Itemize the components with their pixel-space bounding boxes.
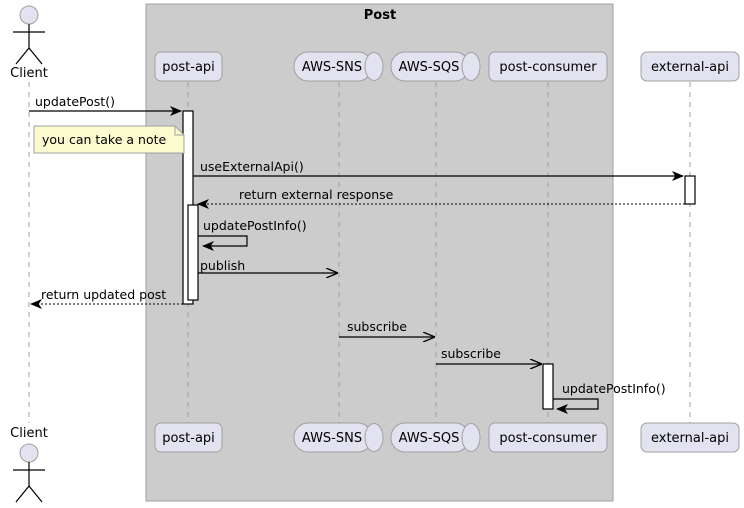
participant-label-post-api: post-api	[162, 431, 215, 446]
participant-label-aws-sns: AWS-SNS	[302, 431, 362, 446]
participant-label-post-consumer: post-consumer	[499, 431, 597, 446]
note-you-can-take-a-note[interactable]: you can take a note	[33, 125, 185, 154]
actor-leg-right	[28, 485, 43, 503]
activation-bar-post-consumer	[542, 363, 554, 410]
participant-label-external-api: external-api	[651, 431, 729, 446]
participant-aws-sqs-top[interactable]: AWS-SQS	[390, 51, 481, 82]
message-subscribe-sns-sqs[interactable]: subscribe	[339, 319, 434, 337]
participant-label-aws-sns: AWS-SNS	[302, 60, 362, 75]
group-box-rect	[145, 3, 614, 502]
note-fold-icon	[174, 126, 184, 136]
participant-box	[488, 51, 608, 82]
note-body	[33, 125, 185, 154]
message-label: subscribe	[347, 319, 407, 334]
participant-aws-sns-top[interactable]: AWS-SNS	[293, 51, 384, 82]
actor-client-top[interactable]: Client	[10, 5, 48, 81]
message-label: updatePostInfo()	[562, 381, 666, 396]
actor-leg-left	[15, 485, 30, 503]
participant-post-consumer-bottom[interactable]: post-consumer	[488, 422, 608, 453]
message-publish[interactable]: publish	[198, 258, 337, 273]
actor-leg-left	[15, 47, 30, 65]
participant-box	[488, 422, 608, 453]
queue-cap-icon	[364, 423, 384, 452]
queue-cap-icon	[461, 52, 481, 81]
participant-post-consumer-top[interactable]: post-consumer	[488, 51, 608, 82]
participant-box	[154, 422, 223, 453]
participant-external-api-top[interactable]: external-api	[640, 51, 740, 82]
message-subscribe-sqs-consumer[interactable]: subscribe	[436, 346, 541, 364]
queue-cap-icon	[461, 423, 481, 452]
participant-box	[640, 422, 740, 453]
message-label: return external response	[239, 187, 394, 202]
group-title-label: Post	[364, 8, 396, 23]
actor-leg-right	[28, 47, 43, 65]
actor-label-client-bottom: Client	[10, 426, 48, 441]
participant-label-post-consumer: post-consumer	[499, 60, 597, 75]
message-label: return updated post	[41, 287, 166, 302]
message-return-updated-post[interactable]: return updated post	[30, 287, 183, 309]
message-self-arrow	[198, 235, 248, 251]
message-label: updatePost()	[35, 94, 115, 109]
note-label: you can take a note	[42, 132, 166, 147]
participant-post-api-top[interactable]: post-api	[154, 51, 223, 82]
message-update-post[interactable]: updatePost()	[29, 94, 182, 116]
message-return-external-response[interactable]: return external response	[197, 187, 685, 209]
participant-label-external-api: external-api	[651, 60, 729, 75]
participant-box	[640, 51, 740, 82]
message-label: subscribe	[441, 346, 501, 361]
participant-post-api-bottom[interactable]: post-api	[154, 422, 223, 453]
participant-external-api-bottom[interactable]: external-api	[640, 422, 740, 453]
message-label: publish	[200, 258, 245, 273]
participant-label-aws-sqs: AWS-SQS	[399, 60, 460, 75]
activation-bar-external-api	[684, 175, 696, 205]
actor-label-client-top: Client	[10, 66, 48, 81]
participant-label-aws-sqs: AWS-SQS	[399, 431, 460, 446]
actor-head-icon	[19, 443, 39, 463]
message-label: useExternalApi()	[200, 159, 304, 174]
participant-box	[154, 51, 223, 82]
message-use-external-api[interactable]: useExternalApi()	[193, 159, 684, 181]
actor-head-icon	[19, 5, 39, 25]
group-box-post: Post	[145, 3, 614, 502]
actor-client-bottom[interactable]: Client	[10, 426, 48, 503]
participant-aws-sns-bottom[interactable]: AWS-SNS	[293, 422, 384, 453]
message-label: updatePostInfo()	[203, 218, 307, 233]
message-update-post-info-consumer-self[interactable]: updatePostInfo()	[553, 381, 666, 414]
participant-label-post-api: post-api	[162, 60, 215, 75]
queue-cap-icon	[364, 52, 384, 81]
message-self-arrow	[553, 398, 599, 414]
message-update-post-info-self[interactable]: updatePostInfo()	[198, 218, 307, 251]
activation-bar-post-api-inner	[187, 204, 199, 301]
participant-aws-sqs-bottom[interactable]: AWS-SQS	[390, 422, 481, 453]
